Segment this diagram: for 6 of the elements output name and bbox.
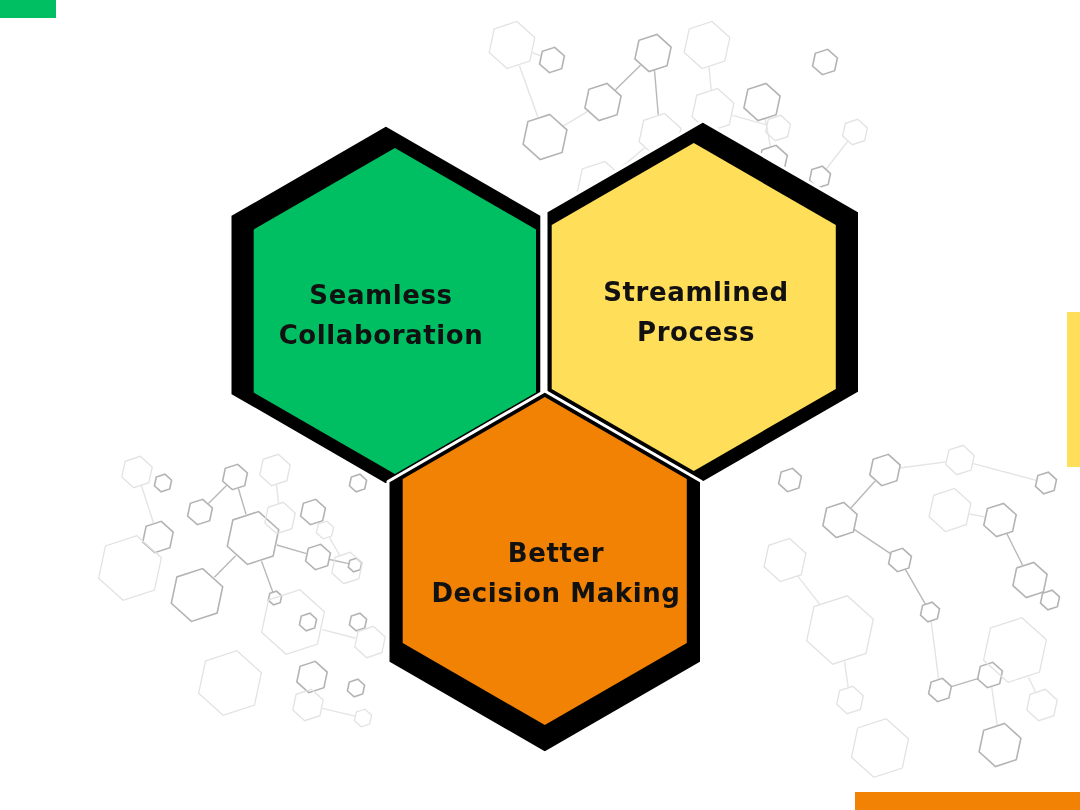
hexagon-node (230, 125, 542, 485)
hexagon-node (546, 121, 860, 483)
hexagon-node (388, 391, 702, 753)
node-label: Seamless Collaboration (278, 279, 484, 352)
node-label: Streamlined Process (603, 276, 789, 349)
node-label: Better Decision Making (431, 537, 681, 610)
